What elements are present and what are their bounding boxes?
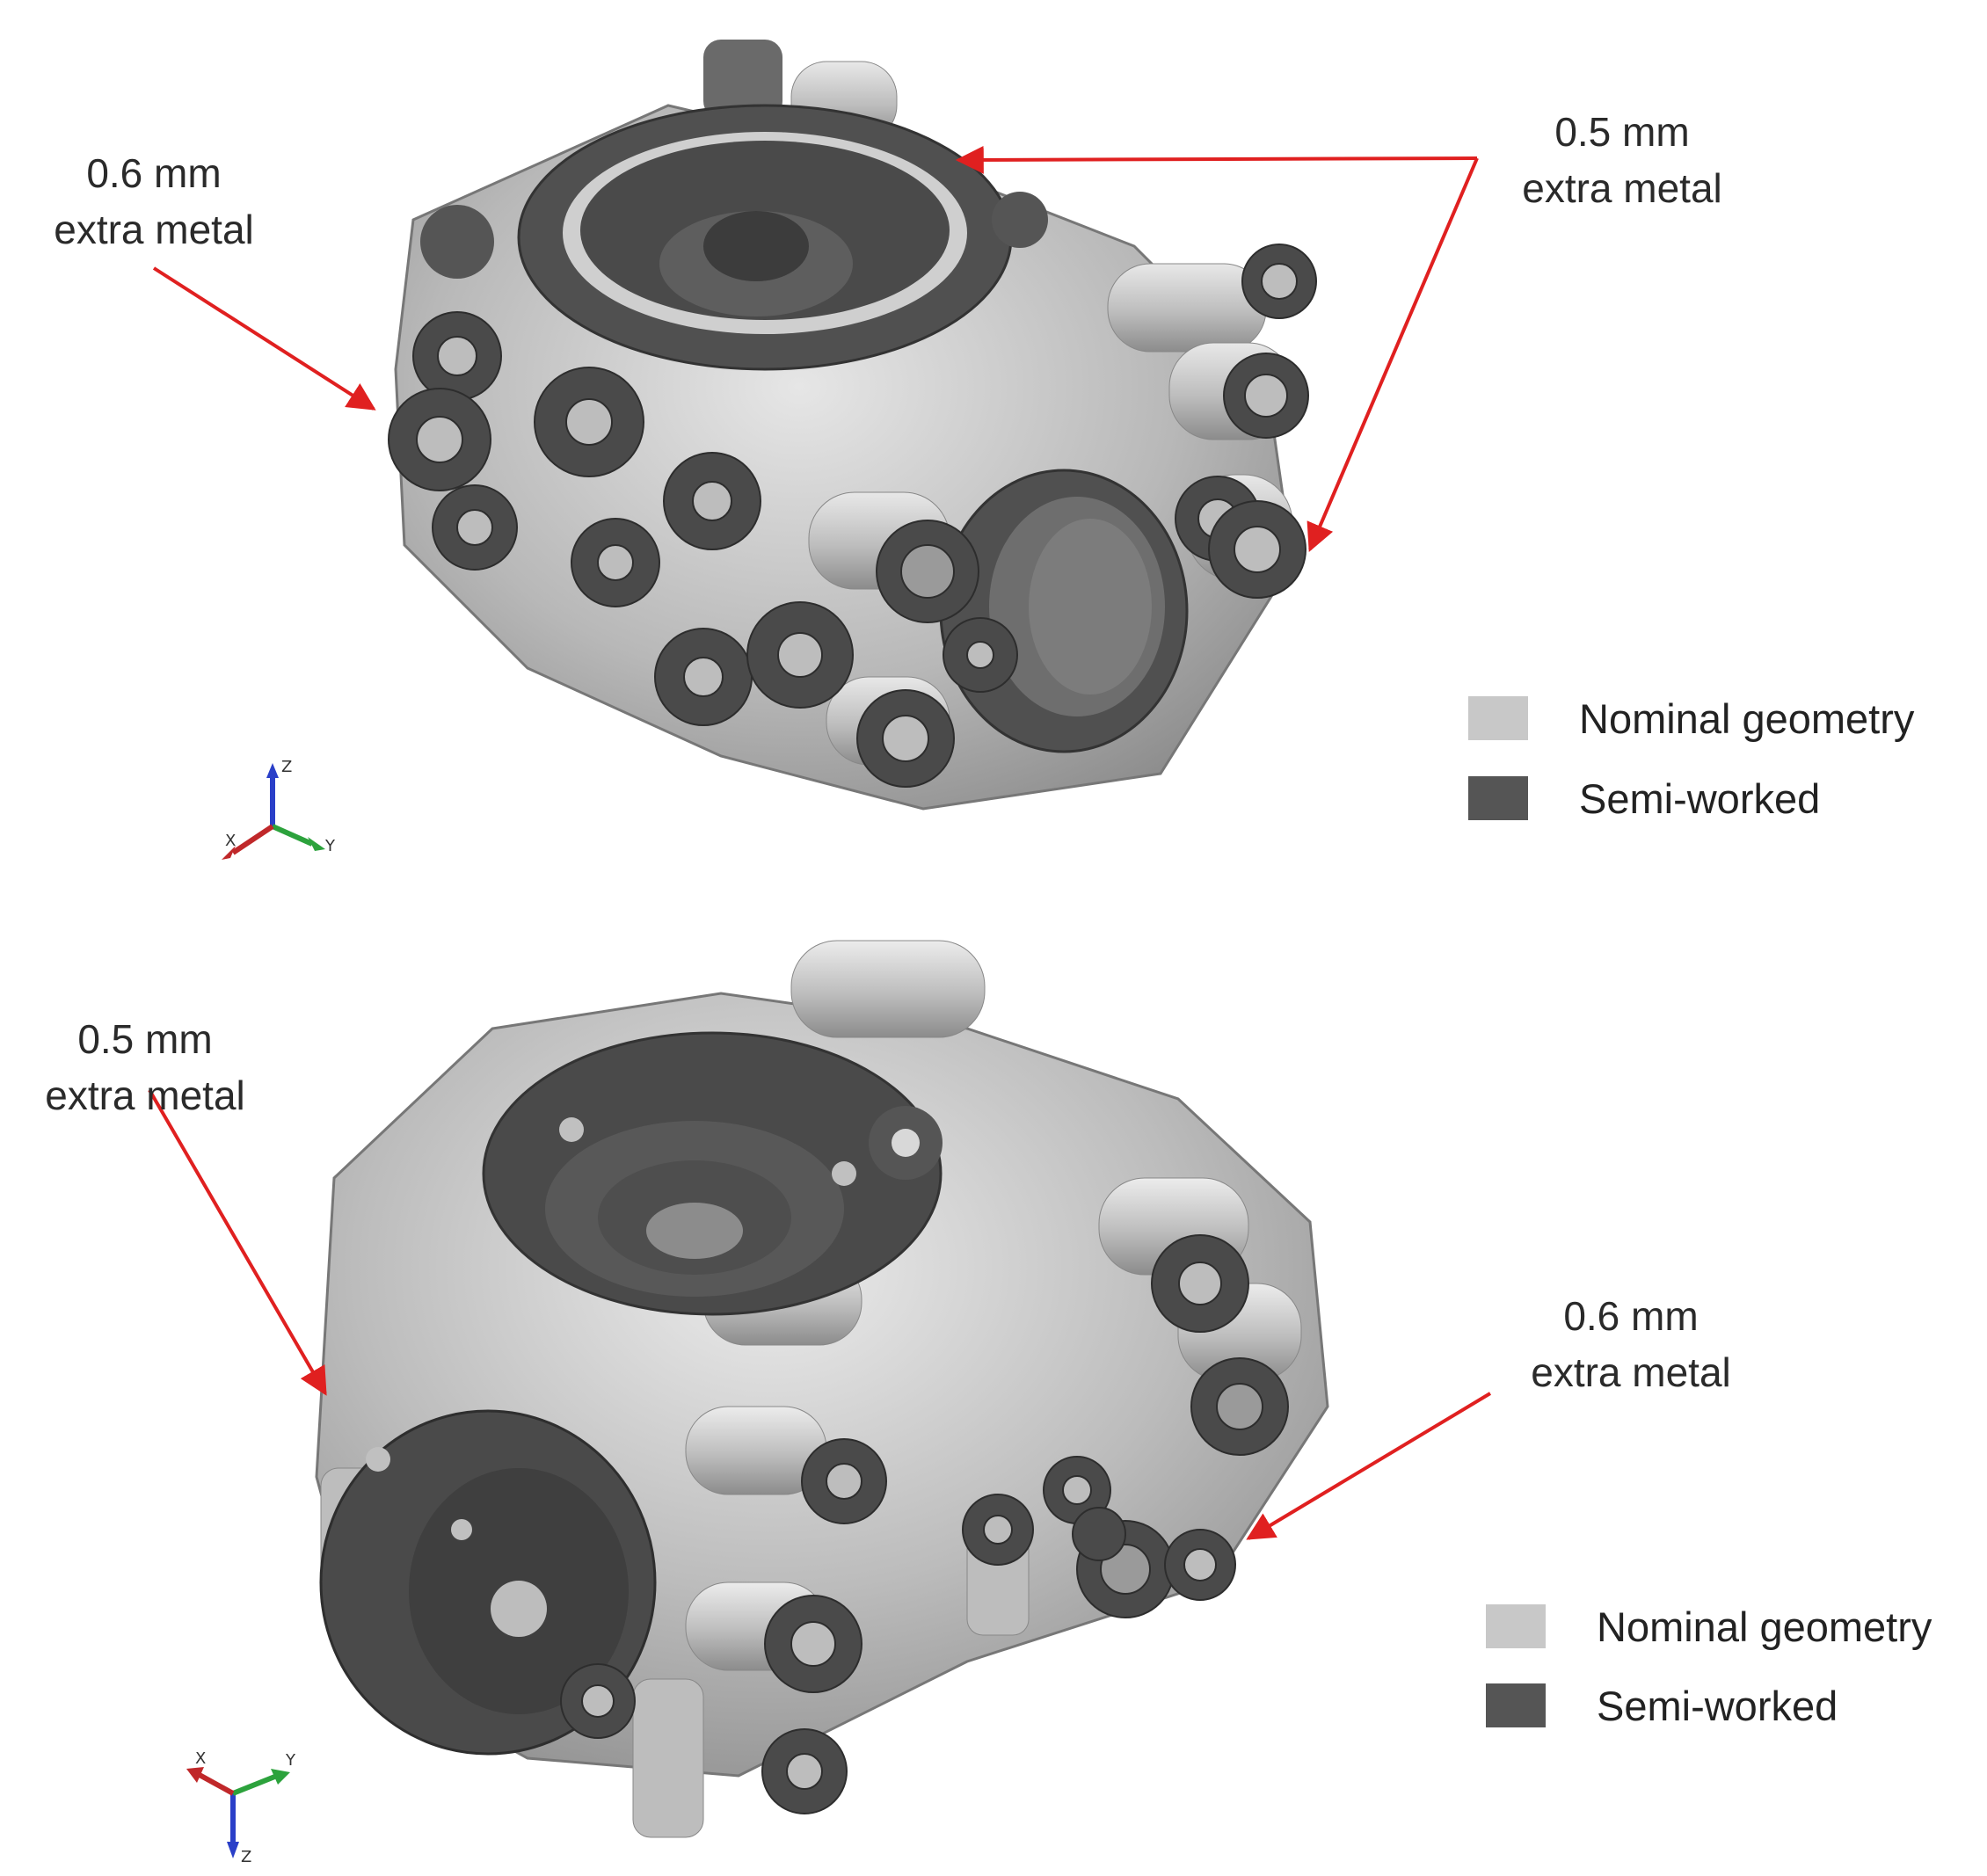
annotation-value: 0.5 mm	[77, 1016, 213, 1062]
annotation-value: 0.6 mm	[1563, 1293, 1699, 1339]
legend-label: Nominal geometry	[1579, 694, 1915, 742]
legend-semi-worked: Semi-worked	[1486, 1679, 1838, 1732]
annotation-label: extra metal	[45, 1073, 245, 1118]
legend-label: Nominal geometry	[1597, 1603, 1932, 1650]
legend-label: Semi-worked	[1579, 774, 1821, 822]
arrow-left	[152, 266, 376, 411]
semi-worked-swatch	[1468, 776, 1528, 820]
svg-text:Y: Y	[324, 837, 336, 855]
legend-label: Semi-worked	[1597, 1682, 1838, 1729]
machined-faces	[388, 244, 1317, 788]
annotation-left: 0.5 mm extra metal	[9, 1011, 281, 1123]
annotation-value: 0.5 mm	[1554, 109, 1690, 155]
triad-bottom: X Y Z	[186, 1749, 296, 1866]
annotation-label: extra metal	[1531, 1349, 1731, 1395]
triad-top: Z Y X	[222, 758, 336, 860]
svg-text:X: X	[195, 1749, 206, 1768]
annotation-left: 0.6 mm extra metal	[18, 145, 290, 258]
bottom-panel: X Y Z 0.5 mm extra metal 0.6 mm extra me…	[0, 914, 1987, 1876]
top-boss	[703, 40, 782, 119]
arrow-left	[148, 1088, 327, 1396]
svg-text:X: X	[225, 832, 236, 850]
annotation-label: extra metal	[1522, 165, 1722, 211]
top-part-render: Z Y X	[152, 40, 1479, 860]
arrow-right	[1246, 1392, 1492, 1540]
svg-text:Z: Z	[241, 1848, 251, 1866]
nominal-swatch	[1486, 1604, 1546, 1648]
top-flange	[420, 104, 1048, 371]
arrow-right-b	[1306, 157, 1479, 552]
svg-text:Z: Z	[281, 758, 292, 776]
legend-nominal: Nominal geometry	[1468, 692, 1914, 745]
bottom-part-render: X Y Z	[148, 940, 1492, 1866]
svg-text:Y: Y	[285, 1751, 296, 1770]
top-panel: Z Y X 0.6 mm extra metal 0.5 mm extra me…	[0, 0, 1987, 905]
legend-semi-worked: Semi-worked	[1468, 772, 1820, 825]
annotation-label: extra metal	[54, 207, 254, 252]
legend-nominal: Nominal geometry	[1486, 1600, 1932, 1653]
top-flange	[482, 1031, 943, 1316]
main-port	[939, 469, 1189, 753]
machined-faces	[560, 1234, 1289, 1814]
nominal-swatch	[1468, 696, 1528, 740]
annotation-right: 0.6 mm extra metal	[1495, 1288, 1767, 1400]
arrow-right-a	[955, 145, 1478, 174]
side-flange	[319, 1409, 657, 1756]
annotation-value: 0.6 mm	[86, 150, 222, 196]
semi-worked-swatch	[1486, 1683, 1546, 1727]
annotation-right: 0.5 mm extra metal	[1486, 104, 1758, 216]
